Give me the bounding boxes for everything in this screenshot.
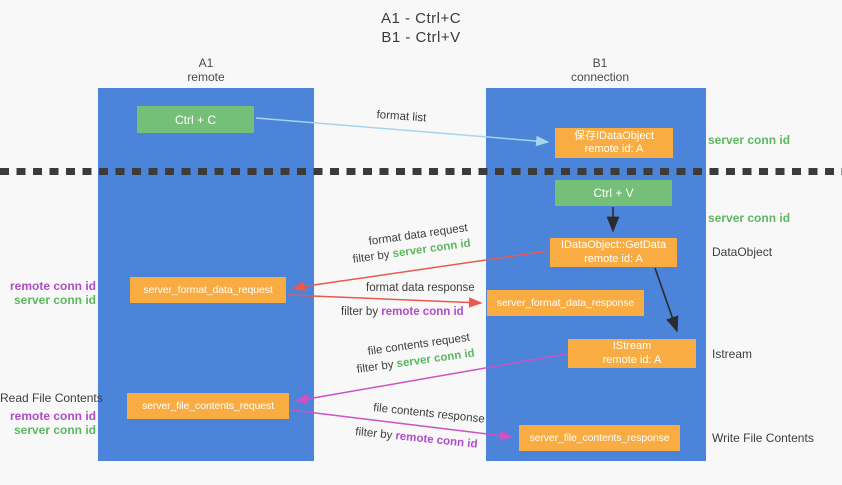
label-server-conn-id-left-1: server conn id xyxy=(13,293,96,307)
node-server-format-data-response: server_format_data_response xyxy=(487,290,644,316)
label-remote-conn-id-left-2: remote conn id xyxy=(9,409,96,423)
column-b1-subtitle: connection xyxy=(570,69,630,84)
node-idataobject-getdata-line2: remote id: A xyxy=(584,252,643,265)
label-istream: Istream xyxy=(712,347,753,361)
filter-prefix-2: filter by xyxy=(341,306,382,318)
filter-prefix-1: filter by xyxy=(352,248,394,266)
column-b1-name: B1 xyxy=(592,56,608,70)
arrow-format-data-response xyxy=(287,294,483,308)
label-remote-conn-id-left-1: remote conn id xyxy=(9,279,96,293)
label-format-data-response: format data response xyxy=(366,282,475,294)
node-server-file-contents-request: server_file_contents_request xyxy=(127,393,289,419)
diagram-title: A1 - Ctrl+C B1 - Ctrl+V xyxy=(0,9,842,47)
title-line-1: A1 - Ctrl+C xyxy=(380,10,462,27)
node-idataobject-getdata-line1: IDataObject::GetData xyxy=(560,239,667,251)
label-read-file-contents: Read File Contents xyxy=(0,391,103,405)
node-save-idataobject: 保存IDataObject remote id: A xyxy=(555,128,673,158)
label-dataobject: DataObject xyxy=(712,245,773,259)
node-istream: IStream remote id: A xyxy=(568,339,696,368)
node-save-idataobject-line2: remote id: A xyxy=(584,143,644,155)
node-ctrl-v: Ctrl + V xyxy=(555,180,672,206)
node-ctrl-c-label: Ctrl + C xyxy=(174,112,216,127)
phase-divider-dotted-line xyxy=(0,168,842,175)
label-write-file-contents: Write File Contents xyxy=(712,431,814,445)
node-server-format-data-request: server_format_data_request xyxy=(130,277,286,303)
node-save-idataobject-line1: 保存IDataObject xyxy=(573,129,655,142)
filter-prefix-3: filter by xyxy=(356,358,398,376)
node-ctrl-v-label: Ctrl + V xyxy=(593,186,634,200)
node-server-file-contents-response-label: server_file_contents_response xyxy=(529,432,670,444)
filter-prefix-4: filter by xyxy=(354,426,397,443)
label-server-conn-id-left-2: server conn id xyxy=(13,423,96,437)
label-server-conn-id-right-1: server conn id xyxy=(708,133,791,147)
column-header-b1: B1 connection xyxy=(530,56,670,84)
label-server-conn-id-right-2: server conn id xyxy=(708,211,791,225)
node-istream-line1: IStream xyxy=(612,340,652,352)
label-filter-by-remote-conn-id-2: filter by remote conn id xyxy=(341,306,464,318)
node-server-format-data-request-label: server_format_data_request xyxy=(143,284,273,296)
column-a1-subtitle: remote xyxy=(187,69,225,84)
node-server-file-contents-request-label: server_file_contents_request xyxy=(141,400,275,412)
title-line-2: B1 - Ctrl+V xyxy=(381,29,461,46)
column-header-a1: A1 remote xyxy=(136,56,276,84)
node-idataobject-getdata: IDataObject::GetData remote id: A xyxy=(550,238,677,267)
label-file-contents-response: file contents response xyxy=(372,402,486,426)
filter-key-4: remote conn id xyxy=(394,430,479,451)
node-ctrl-c: Ctrl + C xyxy=(137,106,254,133)
node-server-format-data-response-label: server_format_data_response xyxy=(496,297,635,309)
column-a1-name: A1 xyxy=(198,56,214,70)
label-format-list: format list xyxy=(376,109,427,125)
label-filter-by-remote-conn-id-4: filter by remote conn id xyxy=(355,426,478,451)
node-server-file-contents-response: server_file_contents_response xyxy=(519,425,680,451)
node-istream-line2: remote id: A xyxy=(602,353,662,366)
filter-key-2: remote conn id xyxy=(381,306,464,318)
